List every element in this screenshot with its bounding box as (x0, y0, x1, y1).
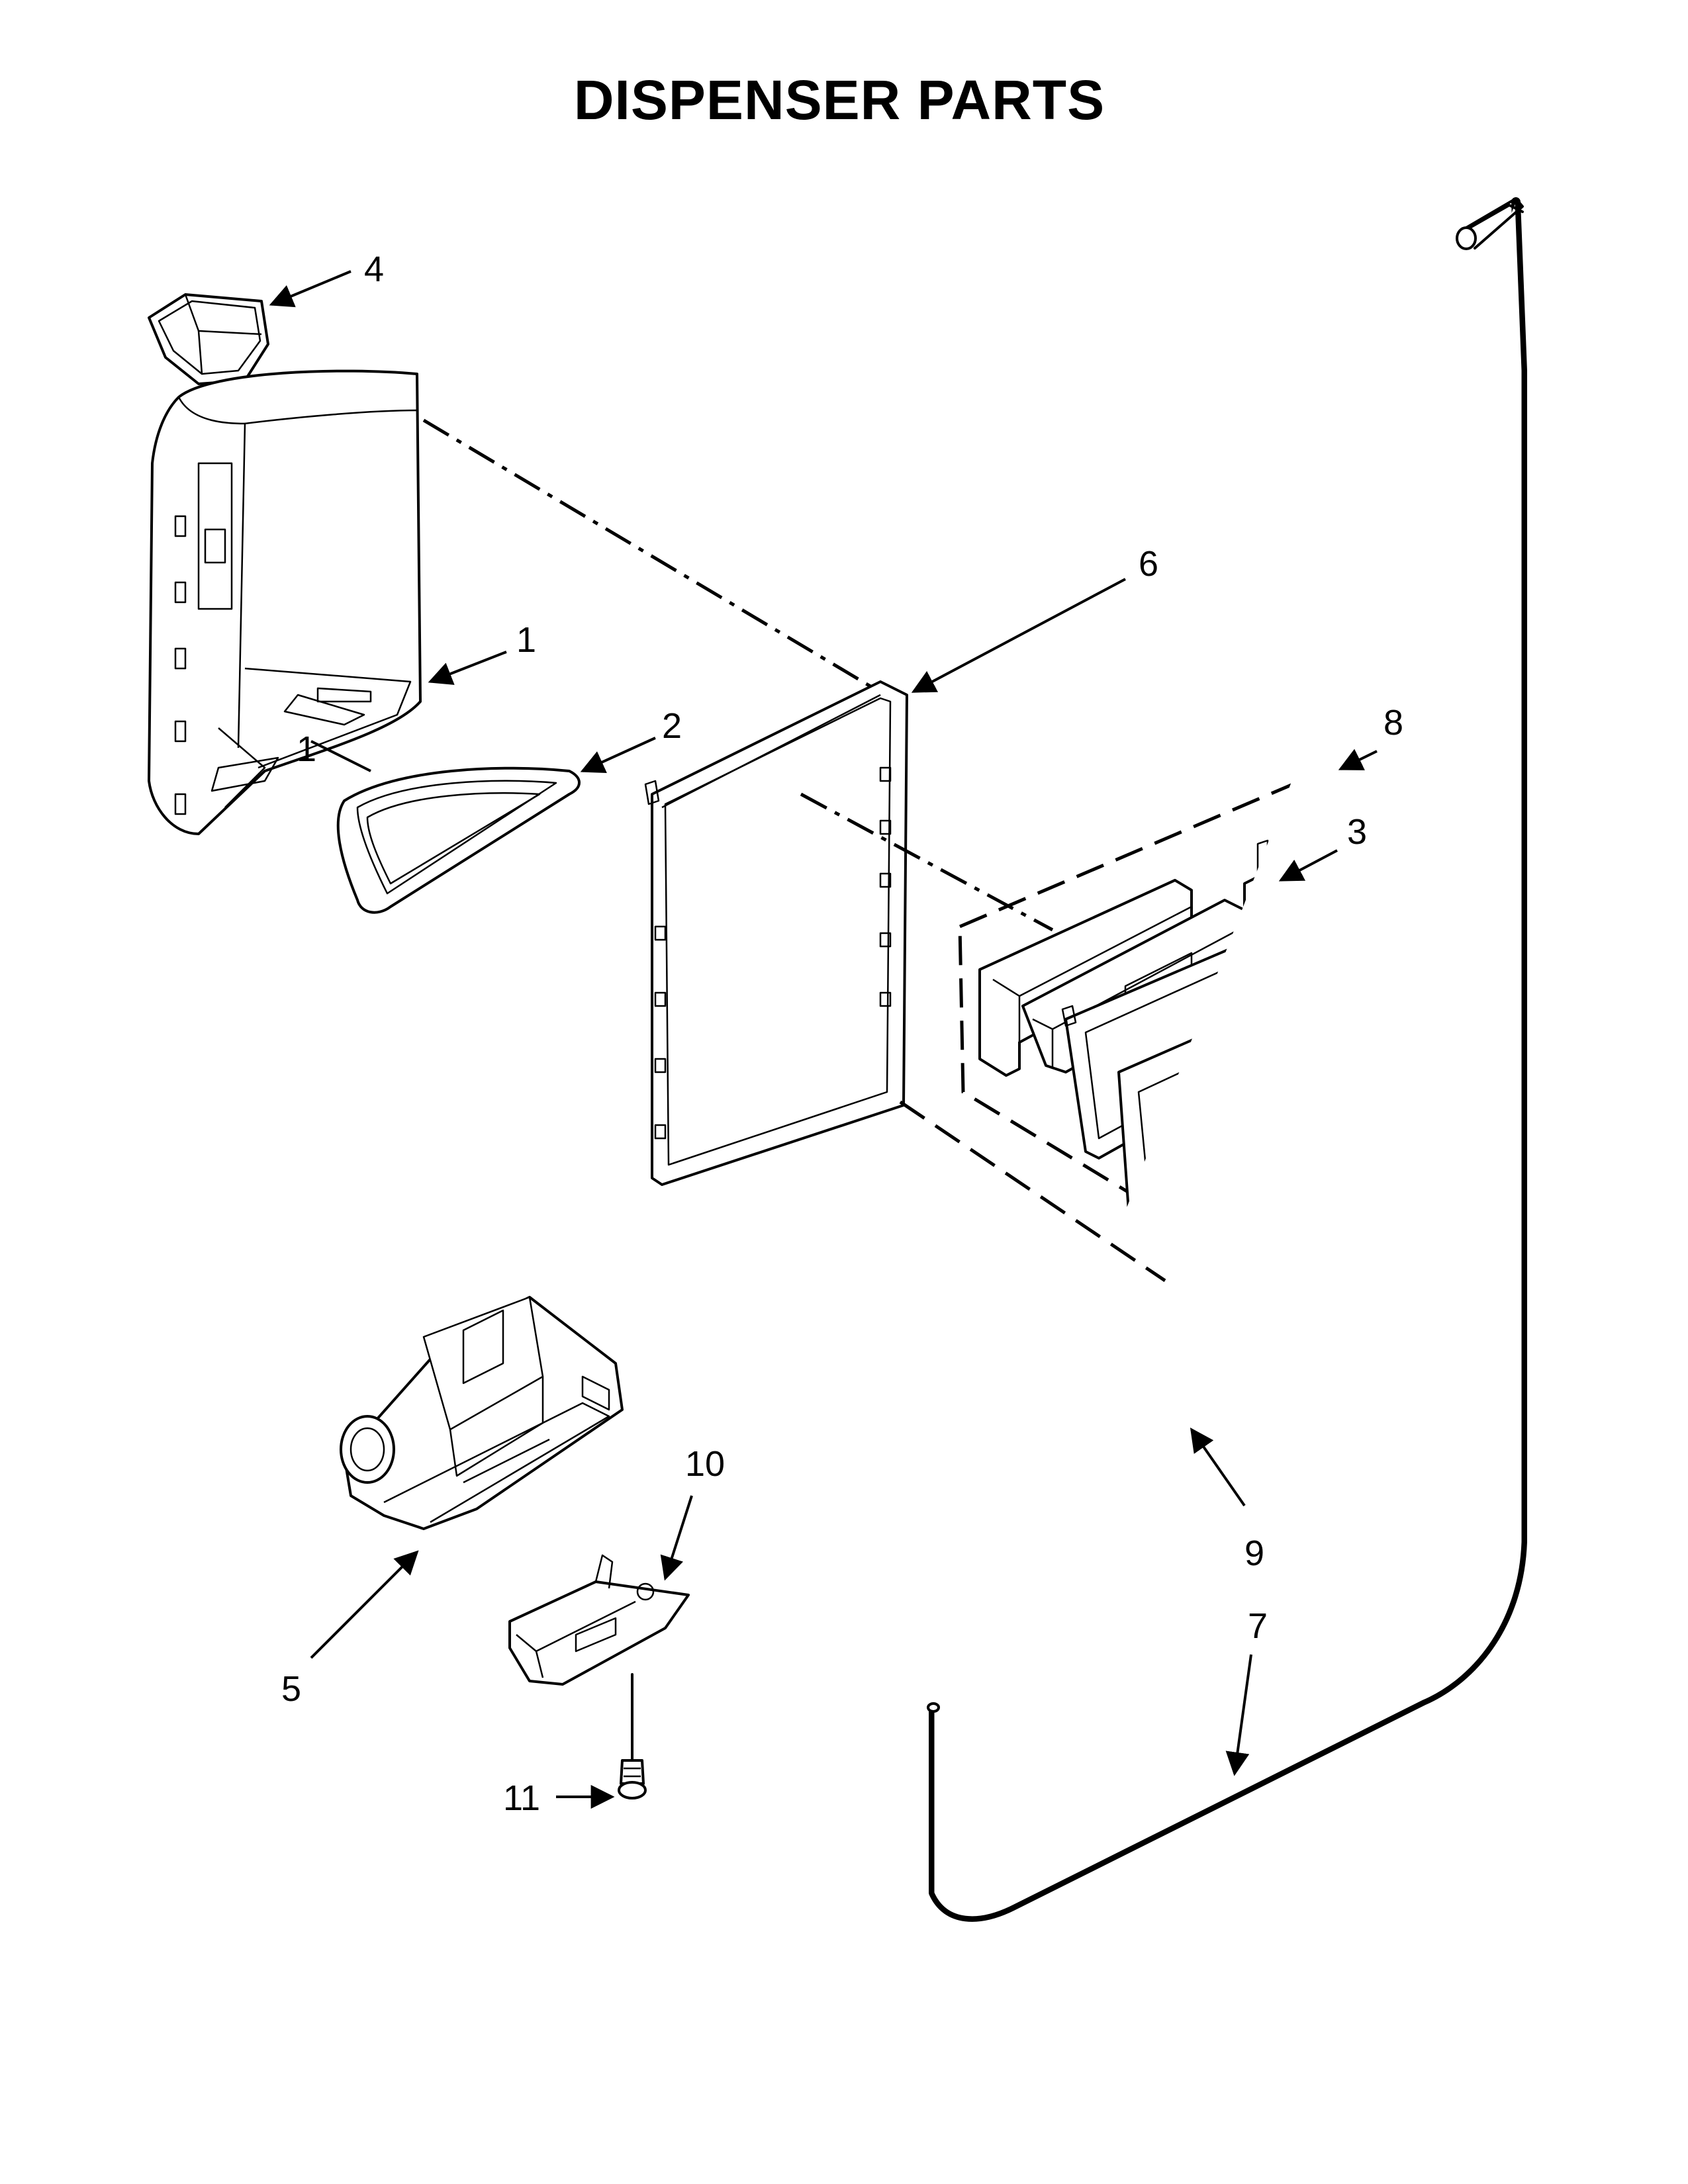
callout-8: 8 (1383, 703, 1403, 743)
leader-lines (269, 270, 1378, 1809)
explode-lines (422, 418, 1166, 1283)
callout-7: 7 (1248, 1606, 1268, 1646)
callout-4: 4 (364, 250, 384, 289)
page-title: DISPENSER PARTS (574, 69, 1105, 131)
callout-6: 6 (1139, 544, 1158, 584)
part-2-trim-gasket (336, 766, 581, 914)
callout-9: 9 (1244, 1533, 1264, 1573)
callout-3: 3 (1347, 812, 1367, 852)
callout-1: 1 (516, 620, 536, 660)
callout-5: 5 (281, 1669, 301, 1709)
part-10-bracket (508, 1554, 690, 1686)
callout-11: 11 (503, 1778, 540, 1818)
callout-1-inner: 1 (297, 729, 316, 769)
callout-10: 10 (685, 1444, 725, 1484)
callout-2: 2 (662, 706, 682, 746)
part-4-ice-chute-cup (148, 293, 269, 385)
part-11-screw (618, 1673, 647, 1799)
part-7-water-tube (927, 197, 1527, 1922)
callout-labels: 4 1 1 2 6 8 3 9 7 10 5 11 (281, 250, 1403, 1818)
part-5-dispenser-actuator (340, 1296, 624, 1530)
part-1-dispenser-housing (148, 369, 422, 835)
part-6-dispenser-frame (644, 680, 908, 1186)
